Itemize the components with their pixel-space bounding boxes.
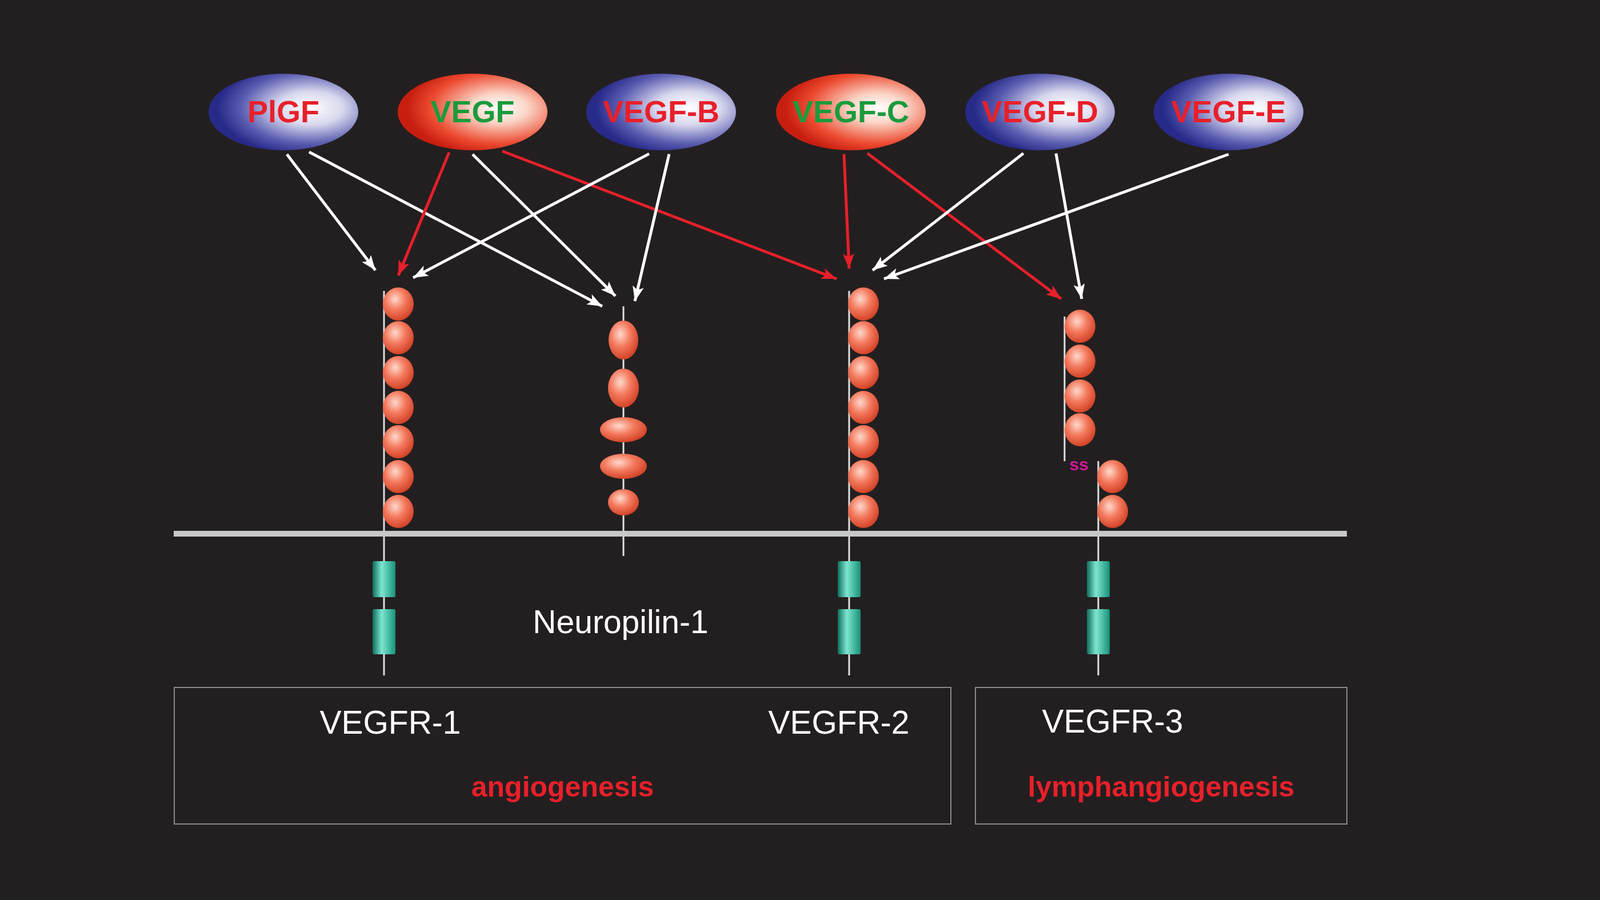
ig-domain bbox=[382, 390, 414, 424]
ligand-name: VEGF-B bbox=[602, 94, 720, 129]
kinase-domain bbox=[1086, 561, 1110, 598]
ig-domain bbox=[848, 425, 879, 459]
binding-arrow bbox=[472, 154, 616, 296]
receptor: VEGFR-1 bbox=[298, 268, 470, 749]
kinase-domain bbox=[837, 609, 861, 655]
receptor: VEGFR-2 bbox=[763, 268, 935, 749]
binding-arrow bbox=[398, 152, 450, 276]
receptor-stem bbox=[1064, 316, 1066, 462]
receptor-name: VEGFR-3 bbox=[1041, 701, 1183, 741]
ig-domain bbox=[848, 390, 879, 424]
receptor: Neuropilin-1 bbox=[537, 268, 710, 749]
ligand-ellipse: VEGF-E bbox=[1153, 73, 1304, 151]
ig-domain bbox=[1064, 344, 1096, 378]
binding-arrow bbox=[286, 154, 376, 271]
process-name: lymphangiogenesis bbox=[976, 769, 1347, 804]
binding-arrow bbox=[634, 154, 670, 302]
receptor-name: VEGFR-1 bbox=[319, 702, 461, 742]
nrp-domain bbox=[608, 489, 639, 516]
nrp-domain bbox=[608, 368, 639, 408]
binding-arrow bbox=[872, 153, 1024, 271]
ig-domain bbox=[382, 321, 414, 355]
ig-domain bbox=[848, 494, 879, 528]
ig-domain bbox=[382, 425, 414, 459]
ellipse-shape bbox=[397, 73, 548, 151]
binding-arrow bbox=[844, 154, 850, 269]
ig-domain bbox=[848, 356, 879, 390]
ligand-name: VEGF bbox=[430, 94, 515, 129]
ig-domain bbox=[1064, 413, 1096, 447]
receptor: VEGFR-3 bbox=[978, 268, 1151, 749]
ellipse-shape bbox=[1153, 73, 1304, 151]
kinase-domain bbox=[837, 561, 861, 598]
ligand-ellipse: VEGF-B bbox=[585, 73, 737, 151]
process-name: angiogenesis bbox=[174, 769, 951, 804]
ig-domain bbox=[1064, 309, 1096, 343]
cell-membrane bbox=[173, 530, 1347, 537]
ig-domain bbox=[848, 460, 879, 494]
receptor-name: Neuropilin-1 bbox=[532, 602, 708, 642]
ellipse-shape bbox=[776, 73, 926, 151]
ig-domain bbox=[382, 287, 414, 321]
nrp-domain bbox=[608, 320, 639, 360]
ig-domain bbox=[848, 287, 879, 321]
kinase-domain bbox=[1086, 609, 1110, 655]
ligand-name: VEGF-D bbox=[981, 94, 1099, 129]
binding-arrow bbox=[413, 153, 650, 278]
ligand-ellipse: VEGF bbox=[397, 73, 548, 151]
ligand-name: PlGF bbox=[247, 94, 320, 129]
disulfide-label: ss bbox=[1069, 454, 1088, 475]
ig-domain bbox=[382, 460, 414, 494]
kinase-domain bbox=[372, 561, 396, 598]
nrp-domain bbox=[600, 417, 647, 443]
ellipse-shape bbox=[965, 73, 1115, 151]
nrp-domain bbox=[600, 453, 647, 479]
ig-domain bbox=[1064, 379, 1096, 413]
ligand-ellipse: VEGF-C bbox=[775, 73, 927, 151]
binding-arrow bbox=[309, 152, 603, 307]
ligand-name: VEGF-E bbox=[1170, 94, 1286, 129]
ellipse-shape bbox=[208, 73, 359, 151]
ligand-ellipse: VEGF-D bbox=[964, 73, 1116, 151]
ig-domain bbox=[1097, 460, 1128, 494]
ellipse-shape bbox=[586, 73, 736, 151]
ligand-ellipse: PlGF bbox=[208, 73, 359, 151]
ligand-name: VEGF-C bbox=[792, 94, 910, 129]
binding-arrow bbox=[884, 154, 1229, 279]
binding-arrow bbox=[1056, 153, 1082, 299]
ig-domain bbox=[382, 494, 414, 528]
ig-domain bbox=[848, 321, 879, 355]
ig-domain bbox=[382, 356, 414, 390]
kinase-domain bbox=[372, 609, 396, 655]
binding-arrow bbox=[502, 151, 837, 279]
ig-domain bbox=[1097, 494, 1128, 528]
receptor-name: VEGFR-2 bbox=[768, 702, 910, 742]
